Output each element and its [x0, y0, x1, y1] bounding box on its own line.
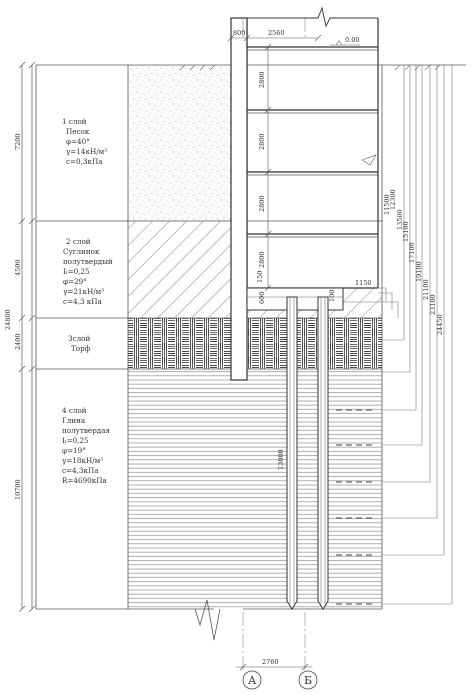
layer-1-title: 1 слой [62, 117, 87, 126]
layer-1-line-2: φ=40° [66, 137, 90, 146]
slab-dim-right: 1150 [355, 279, 372, 287]
top-dim-wall: 800 [233, 29, 245, 37]
layer-4-line-3: Iₗ=0,25 [62, 436, 89, 445]
slab-dim-right-small: 100 [328, 290, 336, 302]
layer-3-title: 3слой [68, 334, 90, 343]
layer-3-description: 3слой Торф [68, 334, 91, 353]
layer-3-thickness: 2400 [14, 333, 22, 350]
layer-1-description: 1 слой Песок φ=40° γ=14кН/м³ c=0,3кПа [62, 117, 107, 166]
slab-dim-left: 150 [256, 271, 264, 283]
depth-mark-7: 21100 [422, 279, 430, 300]
layer-1-line-3: γ=14кН/м³ [66, 147, 107, 156]
layer-1-thickness: 7200 [14, 133, 22, 150]
layer-2-line-2: полутвердый [63, 257, 113, 266]
floor-height-3: 2800 [258, 195, 266, 212]
layer-2-line-4: φ=29° [63, 277, 87, 286]
layer-2-line-1: Суглинок [63, 247, 100, 256]
layer-4-thickness: 10700 [14, 479, 22, 500]
layer-4-line-4: φ=19° [62, 446, 86, 455]
total-depth-label: 24800 [4, 309, 12, 330]
basement-interior [247, 65, 382, 288]
depth-mark-1: 11500 [383, 194, 391, 215]
axis-spacing-label: 2760 [262, 658, 279, 666]
floor-height-4: 2800 [258, 251, 266, 268]
depth-mark-3: 13500 [396, 209, 404, 230]
layer-4-title: 4 слой [62, 406, 87, 415]
layer-2-line-6: c=4,3 кПа [63, 297, 103, 306]
pile-length-label: 13000 [277, 449, 285, 470]
layer-2-description: 2 слой Суглинок полутвердый Iₗ=0,25 φ=29… [63, 237, 113, 306]
layer-3-line-1: Торф [71, 344, 91, 353]
depth-mark-9: 24450 [436, 314, 444, 335]
layer-1-line-4: c=0,3кПа [66, 157, 103, 166]
layer-2-title: 2 слой [66, 237, 91, 246]
layer-2-line-3: Iₗ=0,25 [63, 267, 90, 276]
layer-4-line-2: полутвердая [62, 426, 111, 435]
layer-2-line-5: γ=21кН/м³ [63, 287, 104, 296]
layer-4-line-5: γ=18кН/м³ [62, 456, 103, 465]
layer-2-thickness: 4500 [14, 259, 22, 276]
depth-mark-2: 12300 [389, 189, 397, 210]
floor-height-2: 2800 [258, 133, 266, 150]
axis-label-b: Б [304, 674, 312, 687]
top-dim-span: 2560 [268, 29, 285, 37]
layer-4-fill [128, 369, 382, 609]
layer-4-line-1: Глина [62, 416, 86, 425]
ground-level-label: 0.00 [345, 36, 359, 44]
layer-4-description: 4 слой Глина полутвердая Iₗ=0,25 φ=19° γ… [62, 406, 111, 485]
layer-4-line-7: R=4690кПа [62, 476, 107, 485]
layer-4-line-6: c=4,3кПа [62, 466, 99, 475]
depth-mark-6: 19100 [415, 261, 423, 282]
layer-1-line-1: Песок [66, 127, 90, 136]
slab-dim-gap: 600 [258, 292, 266, 304]
depth-mark-5: 17100 [408, 242, 416, 263]
depth-mark-8: 23100 [429, 294, 437, 315]
axis-label-a: А [248, 674, 257, 687]
depth-mark-4: 15100 [402, 221, 410, 242]
floor-height-1: 2800 [258, 71, 266, 88]
layer-3-fill [128, 318, 382, 369]
